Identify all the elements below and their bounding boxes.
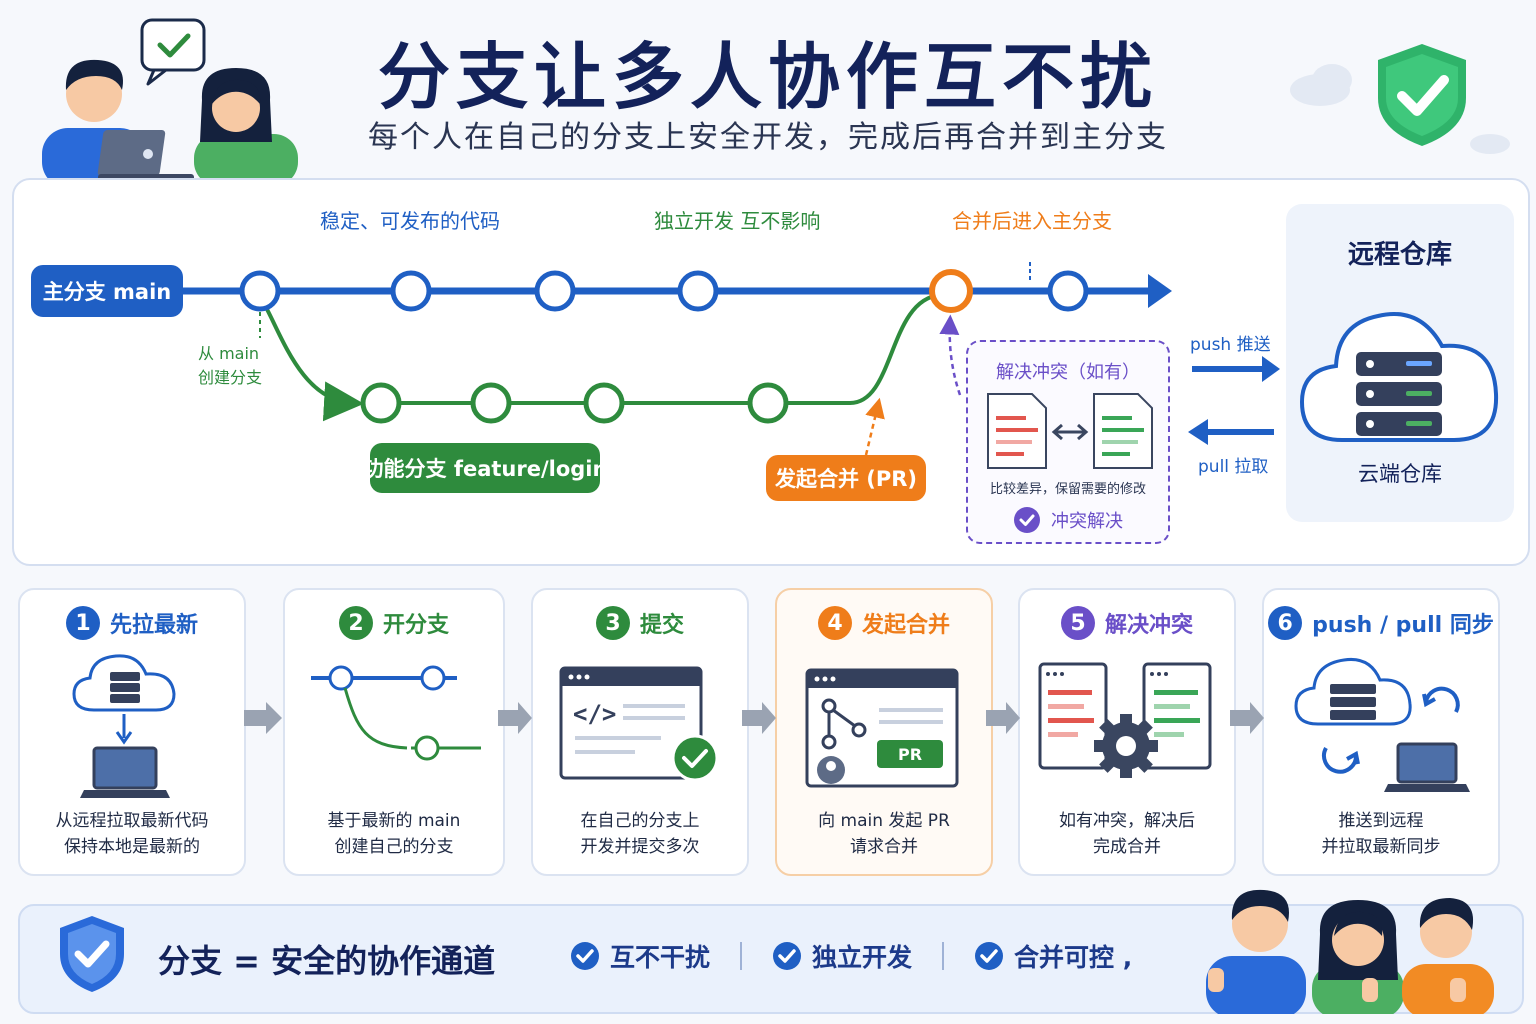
step-title: 解决冲突 (1104, 613, 1193, 638)
remote-repo-panel: 远程仓库 云端仓库 (1286, 204, 1514, 522)
main-commit-node (534, 270, 576, 312)
step-number: 5 (1060, 606, 1095, 640)
branch-out-curve (260, 298, 364, 422)
caption-merge-into-main: 合并后进入主分支 (952, 209, 1112, 233)
svg-text:</>: </> (573, 700, 616, 728)
conflict-title: 解决冲突（如有） (996, 362, 1140, 383)
check-circle-icon (975, 942, 1004, 970)
pr-label-badge: PR (897, 744, 923, 764)
step-number: 3 (595, 606, 630, 640)
arrow-right-icon (244, 702, 282, 734)
push-label: push 推送 (1190, 335, 1271, 355)
step-card-1: 1 先拉最新 从远程拉取最新代码 保持本地是最新的 (18, 588, 246, 876)
divider (942, 942, 945, 970)
check-icon (157, 33, 191, 58)
step-title: push / pull 同步 (1312, 613, 1494, 638)
shield-check-decoration (1290, 44, 1510, 154)
code-commit-icon: </> (559, 666, 719, 782)
summary-point: 互不干扰 (570, 938, 710, 974)
main-branch-arrowhead (1148, 274, 1172, 308)
step-description: 如有冲突，解决后 完成合并 (1059, 811, 1195, 857)
step-description: 基于最新的 main 创建自己的分支 (327, 811, 461, 857)
step-title: 先拉最新 (109, 613, 198, 638)
divider (740, 942, 743, 970)
cloud-repo-label: 云端仓库 (1358, 462, 1442, 486)
shield-check-icon (60, 916, 124, 992)
step-card-5: 5 解决冲突 如有冲突，解决后 完成合并 (1018, 588, 1236, 876)
check-circle-icon (1014, 507, 1040, 533)
main-commit-node (390, 270, 432, 312)
arrow-right-icon (742, 702, 776, 734)
pr-badge: 发起合并 (PR) (766, 455, 926, 501)
arrow-right-icon (986, 702, 1020, 734)
summary-point: 合并可控 , (974, 938, 1132, 974)
feature-branch-badge: 功能分支 feature/login (363, 443, 607, 493)
arrow-right-icon (1230, 702, 1264, 734)
from-main-note: 从 main 创建分支 (198, 342, 262, 390)
step-card-4: 4 发起合并 PR 向 main 发起 PR 请求合并 (775, 588, 993, 876)
step-card-3: 3 提交 </> 在自己的分支上 开发并提交多次 (531, 588, 749, 876)
step-card-2: 2 开分支 基于最新的 main 创建自己的分支 (283, 588, 505, 876)
summary-point: 独立开发 (772, 938, 912, 974)
collaborating-people-illustration (42, 18, 298, 182)
summary-statement: 分支 = 安全的协作通道 (158, 942, 496, 980)
pull-arrow-icon (1188, 419, 1208, 445)
branch-flow-panel (12, 178, 1530, 566)
pull-request-icon (805, 668, 959, 788)
from-main-line2: 创建分支 (198, 368, 263, 387)
feature-commit-node (747, 382, 789, 424)
page-subtitle: 每个人在自己的分支上安全开发，完成后再合并到主分支 (368, 120, 1168, 155)
main-branch-badge: 主分支 main (31, 265, 183, 317)
pull-label: pull 拉取 (1198, 457, 1269, 477)
check-icon (1397, 75, 1449, 116)
step-card-6: 6 push / pull 同步 推送到远程 并拉取最新同步 (1262, 588, 1500, 876)
step-description: 从远程拉取最新代码 保持本地是最新的 (55, 811, 209, 857)
conflict-resolution-box: 解决冲突（如有） 比较差异，保留需要的修改 冲突解决 (966, 340, 1170, 544)
branch-create-icon (311, 665, 481, 761)
step-title: 开分支 (382, 613, 449, 638)
conflict-compare-text: 比较差异，保留需要的修改 (989, 482, 1146, 497)
conflict-resolved-label: 冲突解决 (1051, 511, 1123, 532)
feature-commit-node (360, 382, 402, 424)
from-main-line1: 从 main (198, 344, 260, 363)
step-arrows (244, 702, 1264, 734)
summary-points: 互不干扰 独立开发 合并可控 , (570, 938, 1132, 974)
arrow-right-icon (498, 702, 532, 734)
step-number: 1 (65, 606, 100, 640)
cloud-download-icon (72, 654, 176, 798)
step-number: 4 (817, 606, 852, 640)
caption-independent-dev: 独立开发 互不影响 (654, 209, 821, 233)
check-circle-icon (773, 942, 802, 970)
push-arrow-icon (1262, 356, 1280, 382)
feature-commit-node (583, 382, 625, 424)
team-thumbs-up-illustration (1206, 889, 1494, 1014)
merge-commit-node (929, 269, 973, 313)
step-description: 推送到远程 并拉取最新同步 (1321, 811, 1441, 857)
step-description: 在自己的分支上 开发并提交多次 (580, 811, 700, 857)
merge-curve (849, 293, 941, 405)
sync-icon (1294, 657, 1470, 792)
main-commit-node (677, 270, 719, 312)
remote-repo-title: 远程仓库 (1347, 240, 1452, 270)
check-circle-icon (571, 942, 599, 970)
main-commit-node (239, 270, 281, 312)
cloud-server-icon (1299, 312, 1499, 442)
step-description: 向 main 发起 PR 请求合并 (818, 811, 950, 857)
file-compare-icon (987, 393, 1153, 469)
step-number: 6 (1268, 606, 1303, 640)
feature-commit-node (470, 382, 512, 424)
main-commit-node (1047, 270, 1089, 312)
merge-conflict-gear-icon (1038, 662, 1212, 778)
page-title: 分支让多人协作互不扰 (377, 35, 1158, 119)
step-title: 发起合并 (861, 613, 950, 638)
caption-stable-code: 稳定、可发布的代码 (320, 209, 500, 233)
step-title: 提交 (639, 613, 684, 638)
step-number: 2 (338, 606, 373, 640)
